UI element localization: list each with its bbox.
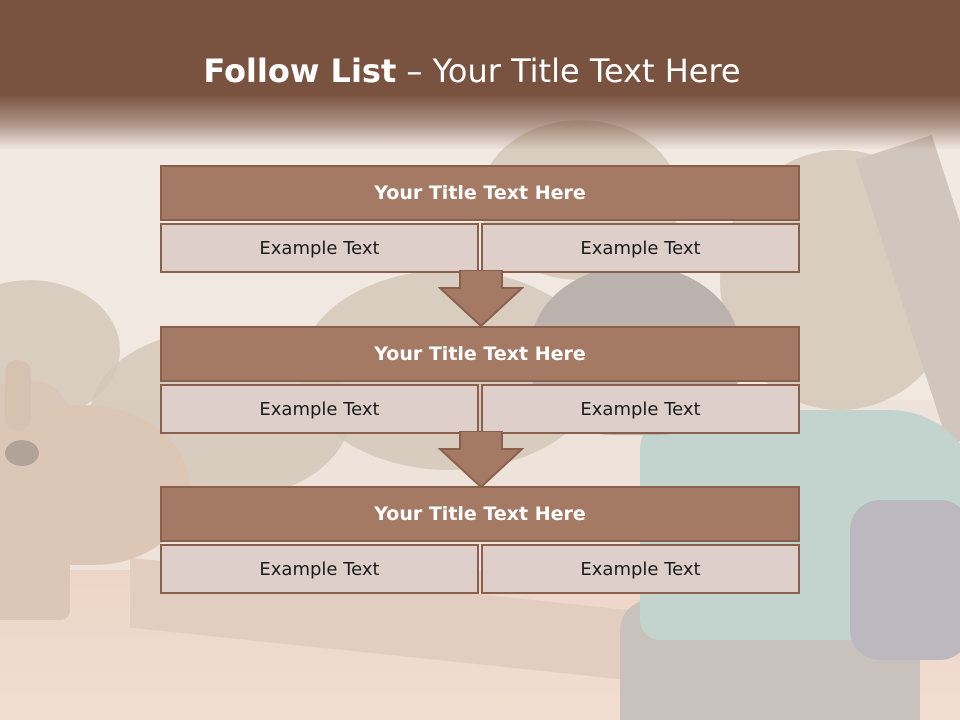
down-arrow-icon (438, 270, 524, 328)
flow-step-heading: Your Title Text Here (160, 486, 800, 542)
giraffe-head (0, 405, 190, 565)
flow-step-left-cell: Example Text (160, 384, 479, 434)
flow-step-body: Example Text Example Text (160, 544, 800, 594)
down-arrow-icon (438, 431, 524, 489)
giraffe-eye (5, 440, 39, 466)
slide-title-bold: Follow List (203, 52, 397, 90)
flow-step-heading: Your Title Text Here (160, 165, 800, 221)
flow-step-2: Your Title Text Here Example Text Exampl… (160, 326, 800, 434)
person-pants (850, 500, 960, 660)
flow-step-right-cell: Example Text (481, 544, 800, 594)
flow-step-left-cell: Example Text (160, 544, 479, 594)
flow-step-body: Example Text Example Text (160, 384, 800, 434)
header-band (0, 0, 960, 150)
slide-title-rest: – Your Title Text Here (396, 52, 741, 90)
flow-step-1: Your Title Text Here Example Text Exampl… (160, 165, 800, 273)
giraffe-ear (5, 360, 31, 430)
flow-step-left-cell: Example Text (160, 223, 479, 273)
flow-step-3: Your Title Text Here Example Text Exampl… (160, 486, 800, 594)
slide-title: Follow List – Your Title Text Here (0, 52, 944, 90)
flow-step-right-cell: Example Text (481, 223, 800, 273)
flow-step-body: Example Text Example Text (160, 223, 800, 273)
flow-step-right-cell: Example Text (481, 384, 800, 434)
flow-step-heading: Your Title Text Here (160, 326, 800, 382)
